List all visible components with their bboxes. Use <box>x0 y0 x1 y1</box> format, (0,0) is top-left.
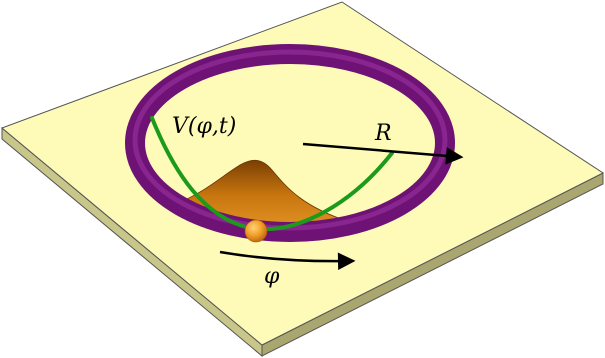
potential-label: V(φ,t) <box>172 114 236 139</box>
ring <box>125 44 455 242</box>
angle-label: φ <box>264 264 280 289</box>
radius-label: R <box>374 121 392 146</box>
radius-arrow <box>302 142 464 165</box>
angle-arrow <box>219 250 356 271</box>
bead <box>244 219 268 243</box>
ring-highlight <box>132 49 448 231</box>
plate-top <box>1 1 604 346</box>
